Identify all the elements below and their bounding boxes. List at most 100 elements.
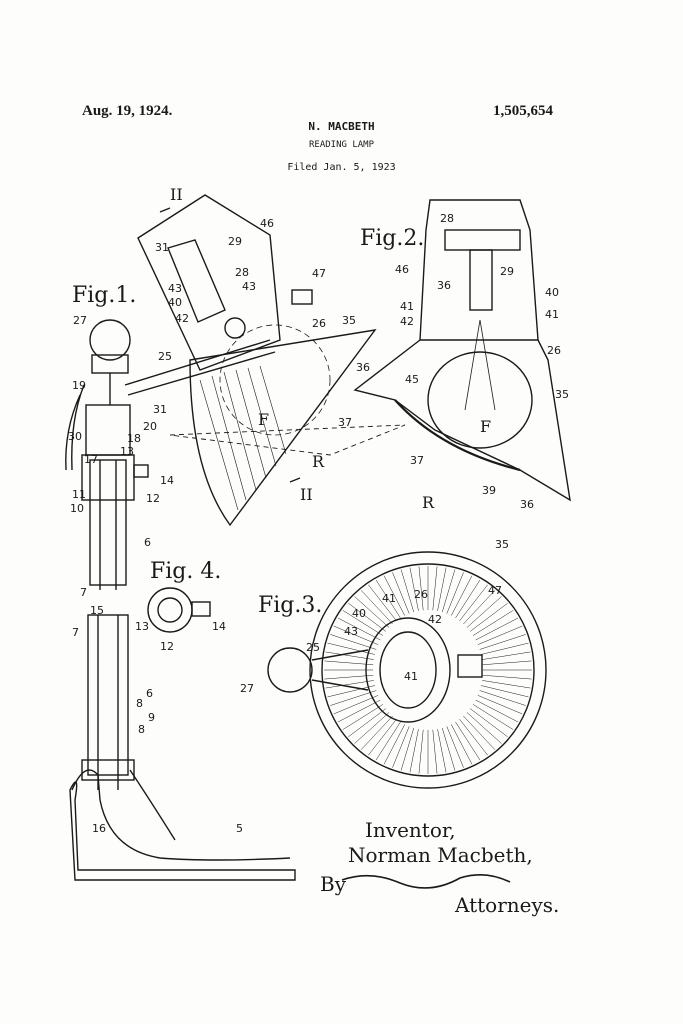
ref-numeral: 26 <box>547 344 561 357</box>
ref-numeral: 47 <box>312 267 326 280</box>
ref-numeral: 19 <box>72 379 86 392</box>
reflector-ray <box>410 729 419 772</box>
reflector-ray <box>480 691 526 706</box>
ref-numeral: 36 <box>437 279 451 292</box>
reflector-ray <box>480 634 526 649</box>
reflector-ray <box>482 652 530 660</box>
ref-numeral: 25 <box>306 641 320 654</box>
ref-numeral: 37 <box>338 416 352 429</box>
collar-screw <box>192 602 210 616</box>
lower-stem <box>88 615 128 775</box>
reflector-ray <box>392 726 409 767</box>
attorneys-label: Attorneys. <box>455 893 559 917</box>
clamp-screw <box>134 465 148 477</box>
ref-numeral: 10 <box>70 502 84 515</box>
focal-mark-f2: F <box>480 417 491 436</box>
ref-numeral: 41 <box>382 592 396 605</box>
fig1-label: Fig.1. <box>72 283 136 308</box>
fig4-drawing <box>148 588 210 632</box>
ref-numeral: 9 <box>148 711 155 724</box>
reflector-ray <box>438 568 447 611</box>
ray-mark-r2: R <box>422 493 435 512</box>
section-mark-ii-bottom: II <box>300 485 313 504</box>
collar-ring <box>148 588 192 632</box>
ref-numeral: 40 <box>545 286 559 299</box>
ball-joint <box>90 320 130 360</box>
ref-numeral: 29 <box>228 235 242 248</box>
adjust-screw <box>292 290 312 304</box>
ref-numeral: 42 <box>400 315 414 328</box>
ref-numeral: 28 <box>440 212 454 225</box>
ref-numeral: 35 <box>495 538 509 551</box>
socket-plate <box>445 230 520 250</box>
ref-numeral: 20 <box>143 420 157 433</box>
ref-numeral: 14 <box>212 620 226 633</box>
ref-numeral: 46 <box>395 263 409 276</box>
ref-numeral: 6 <box>146 687 153 700</box>
ref-numeral: 40 <box>352 607 366 620</box>
ref-numeral: 14 <box>160 474 174 487</box>
ref-numeral: 41 <box>545 308 559 321</box>
ball-collar <box>92 355 128 373</box>
ref-numeral: 13 <box>135 620 149 633</box>
arrow-ii-top <box>160 208 170 212</box>
adjust-knob <box>458 655 482 677</box>
reflector-ray <box>481 643 528 654</box>
reflector-ray <box>419 730 423 774</box>
collar-bore <box>158 598 182 622</box>
reflector-ray <box>483 675 532 679</box>
reflector-ray <box>442 570 455 613</box>
ref-numeral: 36 <box>520 498 534 511</box>
ref-numeral: 31 <box>153 403 167 416</box>
ref-numeral: 41 <box>400 300 414 313</box>
ref-numeral: 35 <box>555 388 569 401</box>
ball-joint-3 <box>268 648 312 692</box>
pivot <box>225 318 245 338</box>
reflector-ray <box>438 729 447 772</box>
ref-numeral: 7 <box>80 586 87 599</box>
ref-numeral: 26 <box>312 317 326 330</box>
ref-numeral: 8 <box>136 697 143 710</box>
ref-numeral: 30 <box>68 430 82 443</box>
reflector-ray <box>401 728 414 771</box>
ref-numeral: 40 <box>168 296 182 309</box>
ref-numeral: 39 <box>482 484 496 497</box>
ref-numeral: 36 <box>356 361 370 374</box>
reflector-ray <box>481 686 528 697</box>
reflector-ray <box>433 730 437 774</box>
reflector-ray <box>467 712 502 743</box>
reflector-ray <box>442 728 455 771</box>
ref-numeral: 43 <box>242 280 256 293</box>
reflector-ray <box>354 712 389 743</box>
ref-numeral: 12 <box>146 492 160 505</box>
ref-numeral: 17 <box>84 453 98 466</box>
ref-numeral: 35 <box>342 314 356 327</box>
base-curve <box>100 800 290 860</box>
ref-numeral: 6 <box>144 536 151 549</box>
ref-numeral: 25 <box>158 350 172 363</box>
ref-numeral: 27 <box>240 682 254 695</box>
ref-numeral: 8 <box>138 723 145 736</box>
reflector-ray <box>483 661 532 665</box>
reflector-ray <box>447 572 464 613</box>
reflector-ray <box>401 570 414 613</box>
fig2-label: Fig.2. <box>360 226 424 251</box>
reflector-ray <box>467 596 502 627</box>
inventor-label: Inventor, <box>365 818 456 842</box>
reflector-ray <box>433 566 437 610</box>
lamp-arm <box>125 340 275 395</box>
fig4-label: Fig. 4. <box>150 559 221 584</box>
ray-mark-r1: R <box>312 452 325 471</box>
inventor-signature-name: Norman Macbeth, <box>348 843 533 867</box>
ref-numeral: 7 <box>72 626 79 639</box>
upper-stem <box>90 460 126 585</box>
socket <box>168 240 225 322</box>
ref-numeral: 18 <box>127 432 141 445</box>
filament <box>465 320 495 410</box>
ref-numeral: 31 <box>155 241 169 254</box>
ref-numeral: 41 <box>404 670 418 683</box>
focal-mark-f1: F <box>258 410 269 429</box>
ref-numeral: 45 <box>405 373 419 386</box>
ref-numeral: 43 <box>344 625 358 638</box>
